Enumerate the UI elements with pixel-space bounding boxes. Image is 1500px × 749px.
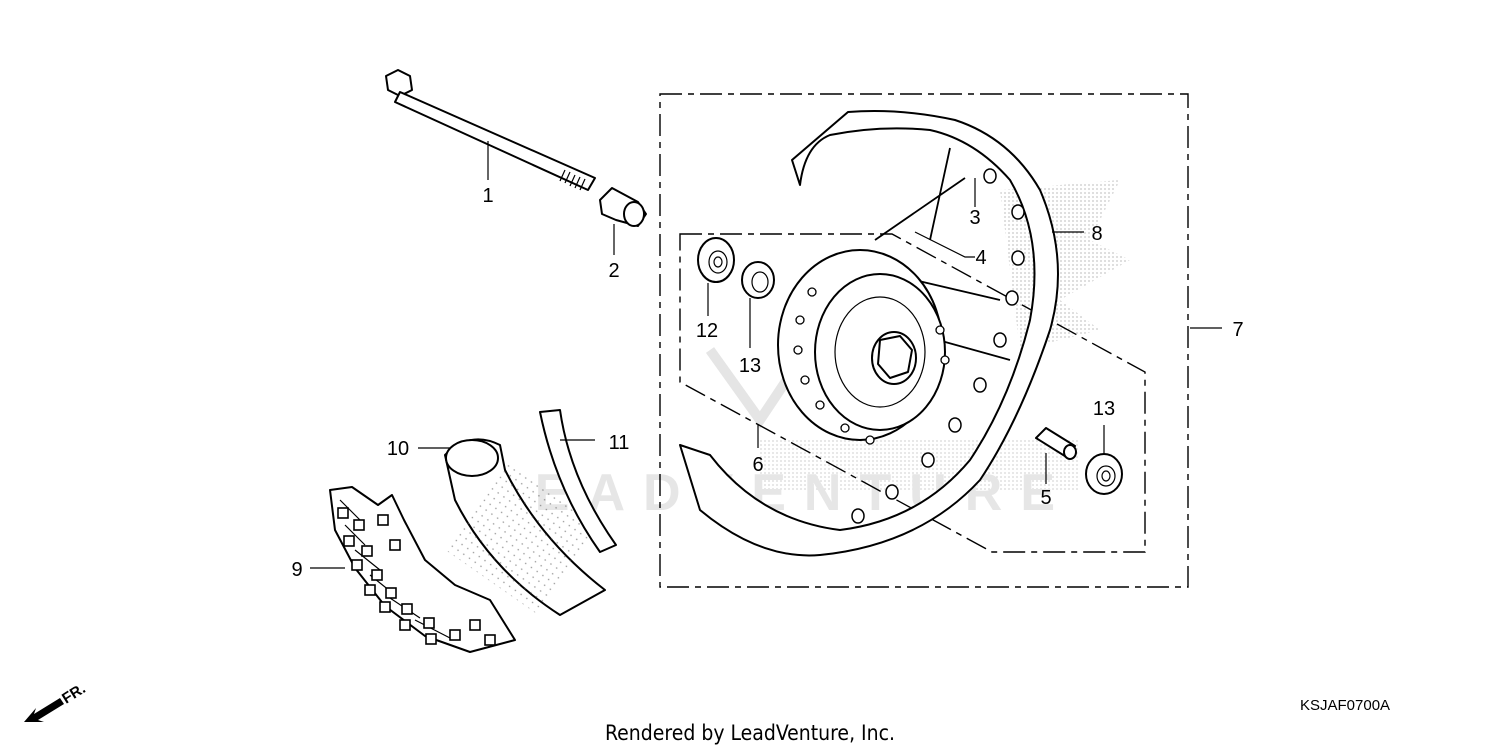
rim-band	[539, 409, 617, 553]
leader-lines	[310, 141, 1222, 569]
radial-bearing-right	[1085, 453, 1123, 495]
part-number-10: 10	[387, 438, 409, 460]
part-number-5: 5	[1040, 487, 1051, 509]
distance-collar	[1035, 427, 1077, 460]
tire	[329, 486, 516, 653]
dust-seal	[697, 237, 735, 283]
part-number-3: 3	[969, 207, 980, 229]
part-number-1: 1	[482, 185, 493, 207]
diagram-code: KSJAF0700A	[1300, 697, 1390, 714]
part-number-7: 7	[1232, 319, 1243, 341]
part-number-labels: 1 2 3 4 5 6 7 8 9 10 11 12 13 13	[291, 185, 1243, 581]
inner-tube	[444, 438, 606, 616]
axle-collar	[599, 187, 647, 227]
radial-bearing-left	[741, 261, 775, 299]
front-direction-icon: FR.	[24, 680, 89, 722]
part-number-6: 6	[752, 454, 763, 476]
axle-bolt	[385, 69, 596, 191]
part-number-13-left: 13	[739, 355, 761, 377]
part-number-2: 2	[608, 260, 619, 282]
part-number-9: 9	[291, 559, 302, 581]
wheel-rim	[679, 110, 1059, 557]
part-number-12: 12	[696, 320, 718, 342]
part-number-11: 11	[609, 432, 630, 454]
footer-credit: Rendered by LeadVenture, Inc.	[605, 721, 895, 745]
part-number-13-right: 13	[1093, 398, 1115, 420]
hub-group-box	[679, 233, 1146, 553]
part-number-4: 4	[975, 247, 986, 269]
wheel-assembly-box	[659, 93, 1189, 588]
part-number-8: 8	[1091, 223, 1102, 245]
wheel-hub	[777, 147, 1011, 445]
